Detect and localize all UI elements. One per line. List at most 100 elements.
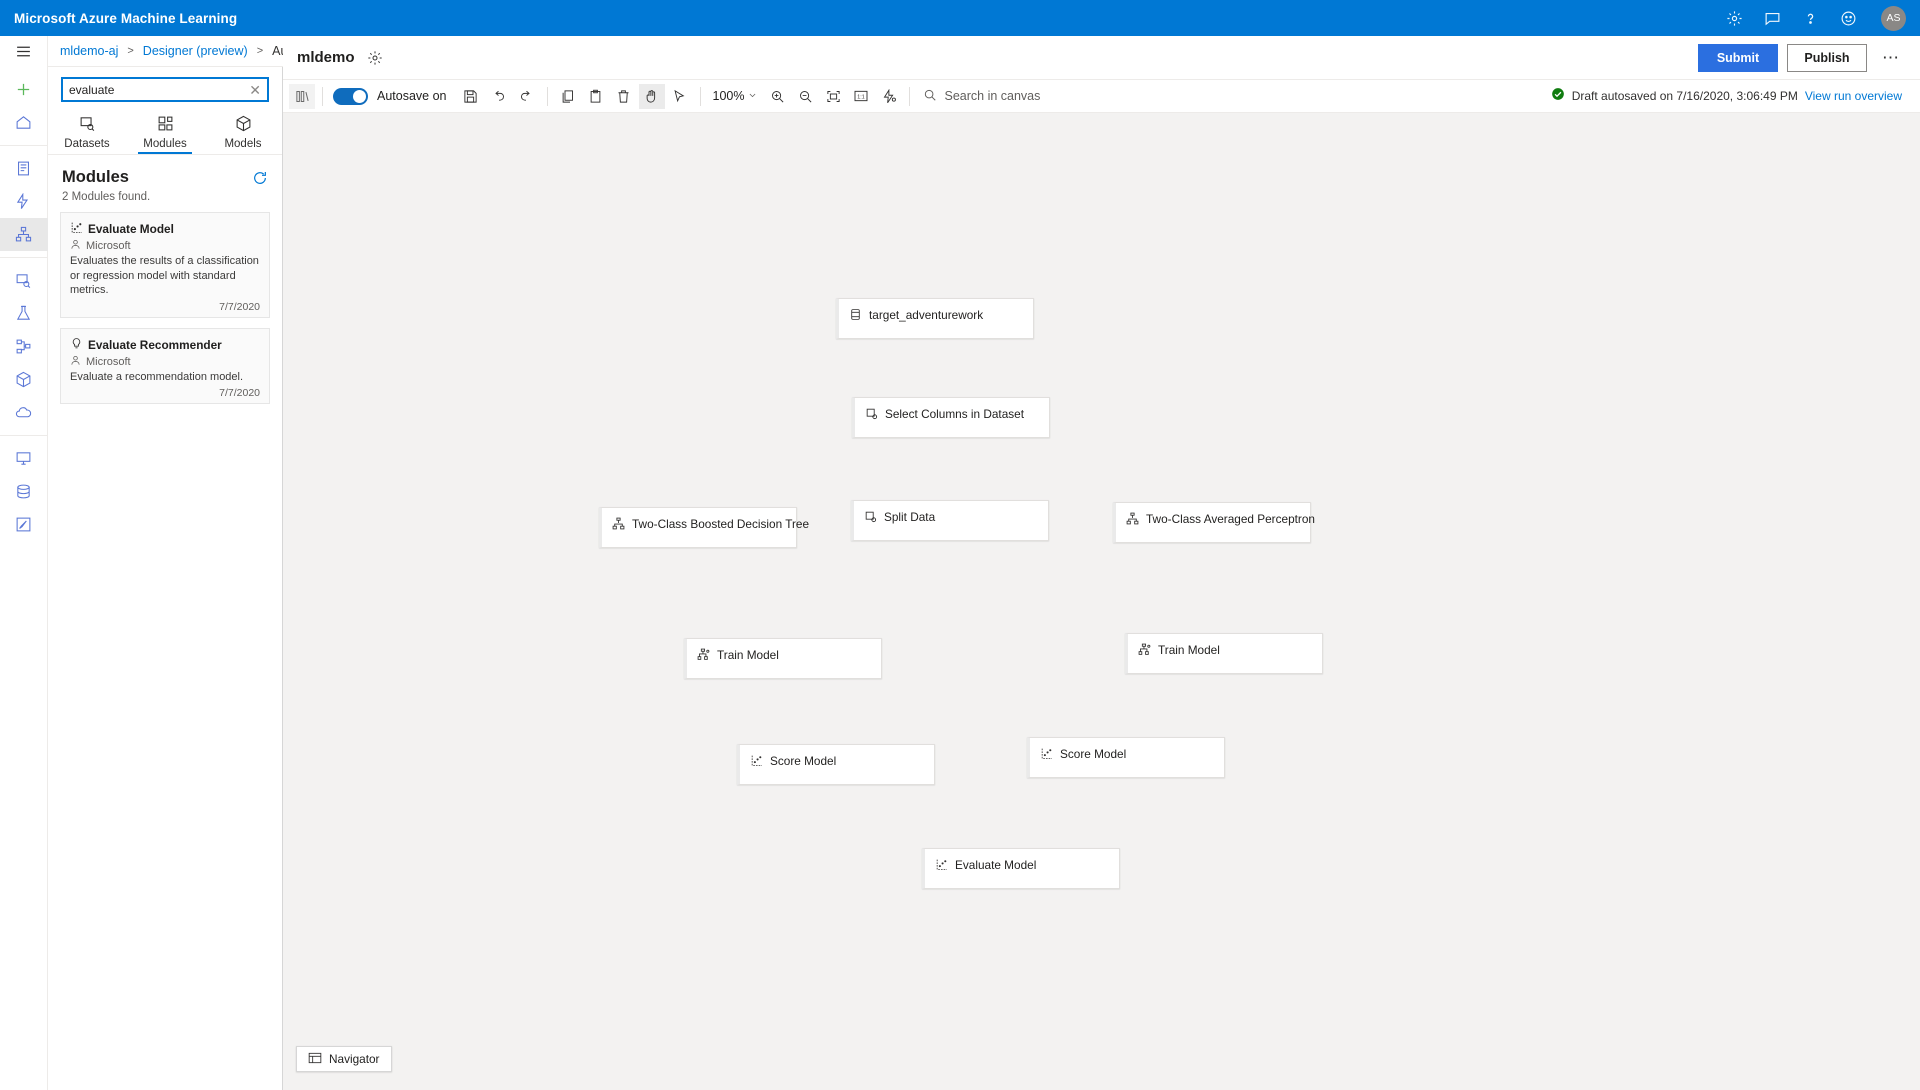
breadcrumb-item-workspace[interactable]: mldemo-aj [60,44,119,58]
canvas-node-select-columns-in-dataset[interactable]: Select Columns in Dataset [852,397,1050,438]
module-card-title-row: Evaluate Model [70,221,260,237]
pipeline-canvas[interactable]: target_adventurework Select Columns in D… [283,113,1920,1090]
person-icon [70,239,81,253]
pipelines-icon[interactable] [0,330,48,363]
models-icon[interactable] [0,363,48,396]
canvas-node-evaluate-model[interactable]: Evaluate Model [922,848,1120,889]
module-card-author-row: Microsoft [70,355,260,369]
breadcrumb-item-designer[interactable]: Designer (preview) [142,44,248,58]
algorithm-icon [612,517,625,530]
module-card-list[interactable]: Evaluate Model Microsoft Evaluates the r… [48,212,282,1090]
delete-icon[interactable] [611,84,637,109]
module-card-title: Evaluate Model [88,222,174,236]
smiley-icon[interactable] [1839,9,1857,27]
paste-icon[interactable] [583,84,609,109]
canvas-node-target-adventurework[interactable]: target_adventurework [836,298,1034,339]
tab-datasets[interactable]: Datasets [48,110,126,154]
select-cursor-icon[interactable] [667,84,693,109]
home-icon[interactable] [0,106,48,139]
canvas-node-split-data[interactable]: Split Data [851,500,1049,541]
train-model-icon [697,648,710,661]
brand-bar-actions: AS [1725,5,1906,31]
rail-group-author [0,145,48,257]
zoom-level-selector[interactable]: 100% [708,89,763,103]
navigator-button[interactable]: Navigator [296,1046,392,1072]
autosave-toggle[interactable] [333,87,368,105]
datastores-icon[interactable] [0,475,48,508]
save-icon[interactable] [458,84,484,109]
copy-icon[interactable] [555,84,581,109]
toolbar-separator [322,86,323,106]
feedback-icon[interactable] [1763,9,1781,27]
breadcrumb-separator: > [127,45,134,57]
autosave-status: Draft autosaved on 7/16/2020, 3:06:49 PM… [1551,87,1914,106]
models-icon [235,115,252,135]
list-item[interactable]: Evaluate Recommender Microsoft Evaluate … [60,327,270,405]
new-icon[interactable] [0,73,48,106]
canvas-node-train-model-right[interactable]: Train Model [1125,633,1323,674]
clear-search-icon[interactable]: ✕ [249,81,261,98]
fit-to-screen-icon[interactable] [820,84,846,109]
canvas-node-label: Evaluate Model [955,858,1037,872]
experiments-icon[interactable] [0,297,48,330]
labeling-icon[interactable] [0,508,48,541]
view-run-overview-link[interactable]: View run overview [1804,89,1902,103]
actual-size-icon[interactable]: 1:1 [848,84,874,109]
rail-group-manage [0,435,47,547]
app-title: Microsoft Azure Machine Learning [14,10,238,26]
redo-icon[interactable] [514,84,540,109]
module-card-author: Microsoft [86,240,131,252]
publish-button[interactable]: Publish [1787,43,1867,72]
autosave-label: Autosave on [377,89,447,103]
settings-icon[interactable] [1725,9,1743,27]
avatar[interactable]: AS [1881,5,1906,31]
notebooks-icon[interactable] [0,152,48,185]
search-box[interactable]: ✕ [61,77,269,102]
search-icon [923,88,937,105]
evaluate-model-icon [70,221,83,237]
datasets-icon[interactable] [0,264,48,297]
help-icon[interactable] [1801,9,1819,27]
auto-layout-icon[interactable] [876,84,902,109]
module-card-description: Evaluate a recommendation model. [70,370,244,383]
toolbar-separator [699,86,701,106]
zoom-in-icon[interactable] [764,84,790,109]
canvas-node-score-model-left[interactable]: Score Model [737,744,935,785]
compute-icon[interactable] [0,442,48,475]
search-input[interactable] [69,82,248,97]
canvas-node-train-model-left[interactable]: Train Model [684,638,882,679]
list-item[interactable]: Evaluate Model Microsoft Evaluates the r… [60,212,270,318]
module-library-icon[interactable] [289,83,315,109]
chevron-down-icon [748,89,757,103]
score-model-icon [750,754,763,767]
gear-icon[interactable] [367,50,383,66]
brand-bar: Microsoft Azure Machine Learning AS [0,0,1920,36]
breadcrumb-separator: > [256,45,264,57]
more-options-icon[interactable]: ⋯ [1882,47,1900,67]
module-card-date: 7/7/2020 [219,387,260,400]
data-transform-icon [865,407,878,420]
canvas-horizontal-scrollbar[interactable] [283,1084,1920,1090]
undo-icon[interactable] [486,84,512,109]
tab-modules[interactable]: Modules [126,110,204,154]
canvas-node-label: Two-Class Averaged Perceptron [1146,512,1315,526]
automated-ml-icon[interactable] [0,185,48,218]
module-browser-panel: ✕ Datasets Modules Models Modules 2 Modu [48,67,283,1090]
canvas-node-score-model-right[interactable]: Score Model [1027,737,1225,778]
hamburger-menu-icon[interactable] [0,36,48,67]
zoom-out-icon[interactable] [792,84,818,109]
navigator-icon [308,1051,322,1068]
data-transform-icon [864,510,877,523]
canvas-search-input[interactable]: Search in canvas [917,88,1040,105]
pan-hand-icon[interactable] [638,83,665,109]
tab-models[interactable]: Models [204,110,282,154]
canvas-node-two-class-averaged-perceptron[interactable]: Two-Class Averaged Perceptron [1113,502,1315,543]
svg-text:1:1: 1:1 [858,94,865,100]
canvas-node-two-class-boosted-decision-tree[interactable]: Two-Class Boosted Decision Tree [599,507,809,548]
refresh-icon[interactable] [252,170,268,186]
endpoints-icon[interactable] [0,396,48,429]
modules-icon [157,115,174,135]
submit-button[interactable]: Submit [1698,43,1778,72]
module-card-title-row: Evaluate Recommender [70,337,260,353]
designer-icon[interactable] [0,218,48,251]
